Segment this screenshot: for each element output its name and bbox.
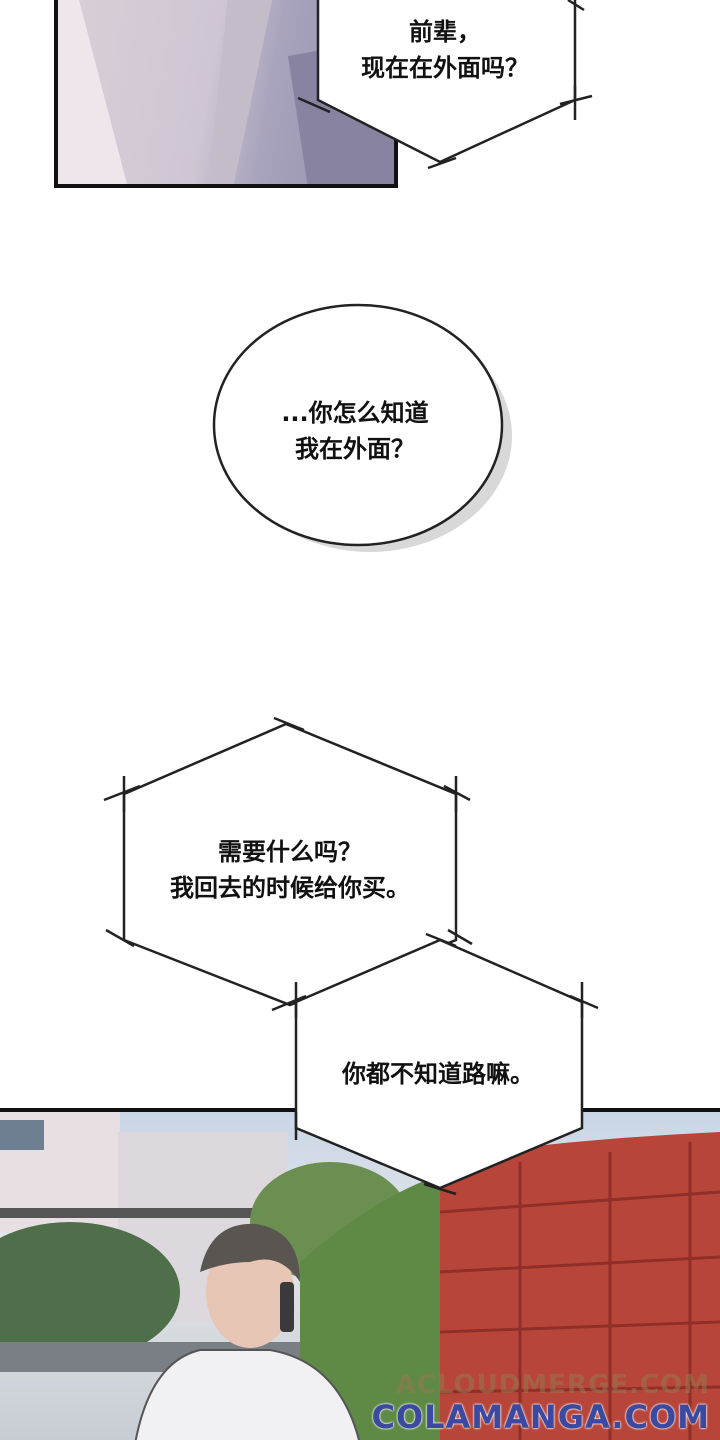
phone-icon: [280, 1282, 294, 1332]
balcony-rail: [0, 1208, 260, 1218]
bubble-2-line-1: ...你怎么知道: [281, 399, 429, 427]
speech-bubble-1-text: 前辈， 现在在外面吗？: [330, 14, 560, 86]
brick-lines: [439, 1142, 720, 1440]
hex-bubble-3-overhang: [103, 716, 473, 1012]
tree-left: [0, 1222, 180, 1362]
bubble-3-line-1: 需要什么吗？: [218, 838, 362, 866]
speech-bubble-4-text: 你都不知道路嘛。: [300, 1056, 576, 1092]
building-window: [0, 1120, 44, 1150]
bubble-3-line-2: 我回去的时候给你买。: [170, 874, 410, 902]
oval-bubble-2: [212, 303, 504, 547]
person-hair: [200, 1223, 300, 1282]
hex-bubble-4-overhang: [294, 932, 599, 1196]
brick-wall: [440, 1132, 720, 1440]
speech-bubble-2-text: ...你怎么知道 我在外面？: [230, 395, 480, 467]
watermark-line-1: ACLOUDMERGE.COM: [395, 1370, 710, 1400]
bubble-2-line-2: 我在外面？: [295, 435, 415, 463]
coat-fold: [208, 0, 273, 184]
speech-bubble-3-text: 需要什么吗？ 我回去的时候给你买。: [130, 834, 450, 906]
person-head: [206, 1236, 294, 1348]
bubble-1-line-2: 现在在外面吗？: [361, 54, 529, 82]
hex-bubble-1-overhang: [297, 0, 593, 170]
bubble-4-line-1: 你都不知道路嘛。: [342, 1060, 534, 1088]
bottom-comic-panel: [0, 1108, 720, 1440]
street-scene-art: [0, 1112, 720, 1440]
watermark-line-2: COLAMANGA.COM: [371, 1398, 710, 1436]
hedge: [300, 1172, 450, 1440]
person-shirt: [134, 1349, 360, 1440]
bubble-1-line-1: 前辈，: [409, 18, 481, 46]
hex-bubble-1: [316, 0, 577, 164]
sleeve-highlight: [58, 0, 127, 184]
